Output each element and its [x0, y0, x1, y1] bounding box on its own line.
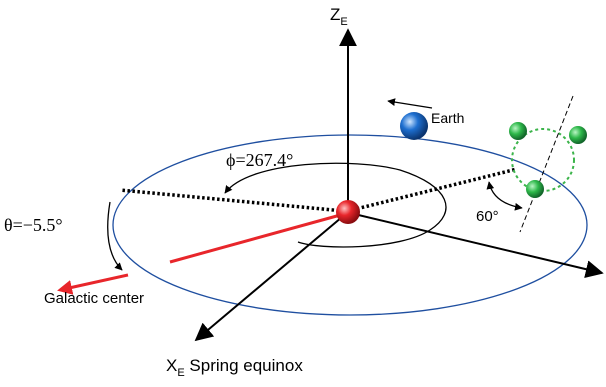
satellite-1 [509, 122, 527, 140]
theta-label: θ=−5.5° [4, 215, 63, 235]
galactic-center-arrow-solid [169, 212, 345, 264]
galactic-center-label: Galactic center [44, 290, 144, 307]
earth-sphere [400, 112, 428, 140]
sixty-degree-arc [486, 181, 523, 211]
y-axis [349, 212, 604, 279]
theta-angle-arc [107, 201, 123, 271]
x-axis-label: XE Spring equinox [166, 356, 303, 379]
z-axis-label: ZE [330, 5, 348, 28]
sun-sphere [336, 200, 360, 224]
earth-orbit-ellipse [112, 134, 588, 316]
dotted-line-right [351, 167, 518, 212]
galactic-center-arrow-head [57, 273, 129, 295]
satellite-3 [526, 180, 544, 198]
phi-label: ϕ=267.4° [226, 150, 293, 170]
satellite-plane-normal [519, 95, 574, 233]
earth-motion-arrow [387, 98, 433, 109]
dotted-line-left [119, 188, 345, 213]
phi-angle-arc [224, 162, 447, 248]
x-axis [194, 211, 349, 342]
earth-label: Earth [431, 110, 464, 126]
satellite-2 [569, 126, 587, 144]
sixty-degree-label: 60° [476, 208, 499, 225]
